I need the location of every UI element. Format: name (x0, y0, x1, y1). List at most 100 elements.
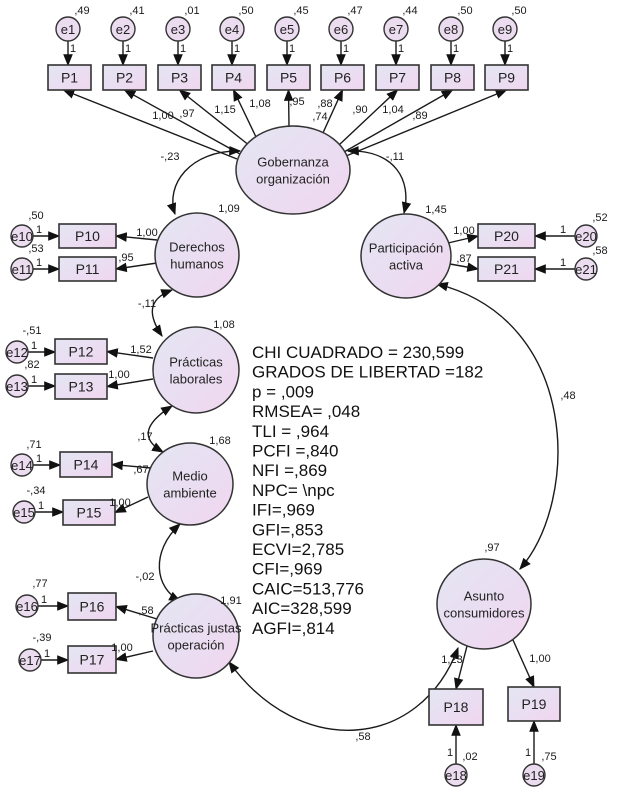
loading-label-p18: 1,23 (441, 654, 462, 666)
covariance-label-dh-pl: -,11 (138, 298, 156, 310)
loading-label-p16: ,58 (138, 605, 153, 617)
loading-label-p17: 1,00 (111, 642, 132, 654)
error-term-e17: e17 (18, 648, 42, 672)
indicator-p3: P3 (157, 64, 202, 91)
error-label: e18 (445, 768, 467, 783)
indicator-p12: P12 (54, 338, 108, 365)
indicator-label: P21 (494, 261, 519, 277)
covariance-label-pa-ac: ,48 (560, 390, 575, 402)
error-term-e11: e11 (10, 257, 34, 281)
indicator-box (477, 256, 536, 282)
error-variance-e2: ,41 (129, 5, 144, 17)
indicator-p18: P18 (428, 688, 484, 726)
error-variance-e6: ,47 (347, 5, 362, 17)
error-term-e18: e18 (444, 763, 468, 787)
error-variance-e8: ,50 (457, 5, 472, 17)
indicator-label: P19 (522, 696, 547, 712)
indicator-p2: P2 (102, 64, 147, 91)
error-variance-e3: ,01 (184, 5, 199, 17)
cov-gob-pa (346, 145, 412, 215)
cov-ma-pj (158, 523, 182, 602)
indicator-p19: P19 (507, 686, 561, 722)
error-label: e16 (16, 599, 38, 614)
loading-label-p4: 1,08 (249, 98, 270, 110)
latent-label-line: humanos (170, 257, 224, 272)
indicator-p14: P14 (59, 451, 113, 478)
error-term-e9: e9 (492, 16, 518, 42)
indicator-p16: P16 (67, 592, 117, 621)
loading-arrow-p17 (114, 650, 154, 662)
indicator-box (58, 256, 117, 282)
error-variance-e12: -,51 (23, 325, 42, 337)
error-variance-e9: ,50 (511, 5, 526, 17)
indicator-box (62, 499, 116, 526)
indicator-label: P5 (280, 70, 297, 86)
error-term-e10: e10 (10, 224, 34, 248)
loading-arrow-p19 (512, 639, 535, 689)
latent-label-line: Prácticas (169, 355, 223, 370)
error-term-e13: e13 (5, 374, 29, 398)
indicator-box (266, 64, 311, 91)
loading-label-p20: 1,00 (453, 225, 474, 237)
latent-label-line: Gobernanza (257, 155, 329, 170)
loading-arrow-p6 (321, 88, 344, 136)
error-term-e20: e20 (574, 224, 598, 248)
cov-pa-ac (435, 281, 559, 570)
latent-ellipse (152, 326, 240, 414)
loading-label-p2: ,97 (179, 108, 194, 120)
error-label: e9 (498, 22, 512, 37)
loading-arrow-p9 (345, 89, 508, 157)
error-term-e2: e2 (110, 16, 136, 42)
error-label: e2 (116, 22, 130, 37)
indicator-box (47, 64, 92, 91)
fit-index-line: IFI=,969 (252, 501, 315, 520)
latent-ellipse (436, 558, 532, 650)
indicator-label: P8 (444, 70, 461, 86)
error-label: e3 (171, 22, 185, 37)
indicator-label: P6 (334, 70, 351, 86)
error-path-label-e17: 1 (44, 648, 50, 660)
error-label: e8 (444, 22, 458, 37)
latent-label-line: laborales (170, 372, 223, 387)
loading-arrow-p8 (343, 89, 454, 153)
indicator-p21: P21 (477, 256, 536, 282)
fit-index-line: RMSEA= ,048 (252, 402, 360, 421)
error-path-label-e11: 1 (36, 257, 42, 269)
indicator-box (320, 64, 365, 91)
error-path-label-e12: 1 (31, 340, 37, 352)
latent-label-line: Prácticas justas (150, 621, 242, 636)
indicator-box (157, 64, 202, 91)
error-label: e14 (11, 458, 33, 473)
loading-label-p8: 1,04 (382, 104, 403, 116)
loading-label-p5: ,95 (289, 96, 304, 108)
error-path-label-e6: 1 (343, 43, 349, 55)
error-label: e12 (6, 345, 28, 360)
latent-variance-ac: ,97 (484, 542, 499, 554)
loading-arrow-p14 (110, 460, 152, 471)
indicator-label: P9 (498, 70, 515, 86)
cov-pj-ac (228, 646, 459, 731)
indicator-box (484, 64, 529, 91)
latent-ellipse (360, 213, 452, 299)
error-label: e1 (61, 22, 75, 37)
error-variance-e19: ,75 (541, 751, 556, 763)
error-variance-e17: -,39 (33, 632, 52, 644)
indicator-p4: P4 (211, 64, 256, 91)
error-path-label-e10: 1 (36, 224, 42, 236)
latent-label-line: activa (389, 258, 424, 273)
error-path-label-e5: 1 (289, 43, 295, 55)
error-label: e15 (13, 505, 35, 520)
indicator-box (211, 64, 256, 91)
loading-label-p10: 1,00 (136, 227, 157, 239)
error-variance-e4: ,50 (238, 5, 253, 17)
loading-arrow-p21 (449, 262, 480, 272)
latent-variance-dh: 1,09 (218, 203, 239, 215)
error-term-e5: e5 (274, 16, 300, 42)
error-term-e21: e21 (574, 257, 598, 281)
indicator-label: P11 (76, 261, 100, 277)
error-path-label-e14: 1 (36, 453, 42, 465)
